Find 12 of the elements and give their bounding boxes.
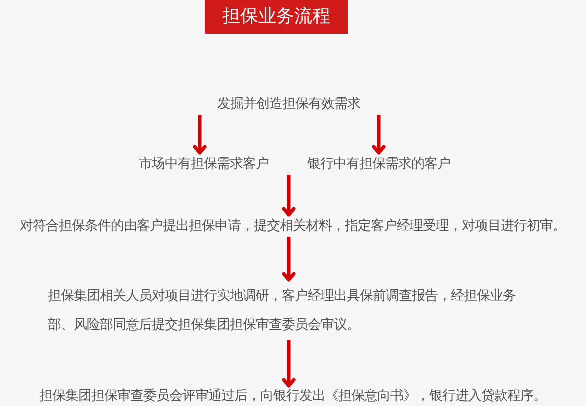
down-arrow (282, 237, 296, 282)
down-arrow (282, 175, 296, 217)
down-arrow (372, 115, 386, 155)
step-text: 银行中有担保需求的客户 (308, 156, 450, 174)
down-arrow (282, 340, 296, 388)
title-banner: 担保业务流程 (205, 0, 348, 34)
step-text: 担保集团担保审查委员会评审通过后，向银行发出《担保意向书》，银行进入贷款程序。 (40, 388, 546, 406)
step-text: 对符合担保条件的由客户提出担保申请，提交相关材料，指定客户经理受理，对项目进行初审。 (20, 218, 566, 236)
down-arrow (193, 115, 207, 155)
step-text: 发掘并创造担保有效需求 (218, 96, 360, 114)
step-text: 市场中有担保需求客户 (139, 156, 269, 174)
step-text: 担保集团相关人员对项目进行实地调研，客户经理出具保前调查报告，经担保业务部、风险部同意后提交担保集团担保审查委员会审议。 (48, 288, 517, 335)
